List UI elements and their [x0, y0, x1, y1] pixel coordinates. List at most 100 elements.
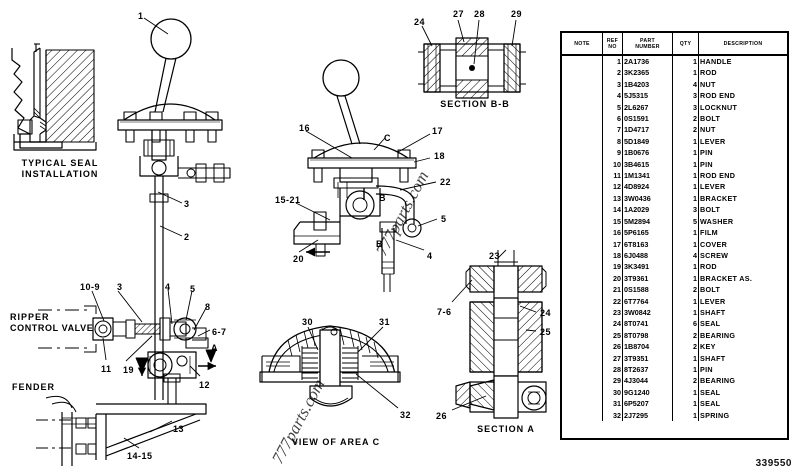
- cell-note: [562, 204, 603, 216]
- cell-description: HANDLE: [700, 57, 732, 66]
- cell-part-number: 6J0488: [622, 249, 673, 262]
- cell-note: [562, 306, 603, 319]
- column-header-part-number: PART NUMBER: [622, 33, 673, 56]
- cell-qty: 3: [672, 101, 699, 114]
- cell-qty: 1: [672, 409, 699, 421]
- callout-number: 7-6: [437, 307, 452, 317]
- fender-label: FENDER: [12, 382, 56, 392]
- leader-lines-section-a: [451, 249, 537, 411]
- cell-qty: 2: [672, 284, 699, 296]
- ripper-label-line1: RIPPER: [10, 312, 50, 322]
- cell-note: [562, 90, 603, 102]
- section-bb-figure: [418, 37, 526, 99]
- cell-ref-no: 29: [602, 375, 623, 387]
- ref-no-line1: REF: [606, 37, 619, 44]
- cell-part-number: 3K3491: [622, 261, 673, 273]
- cell-qty: 1: [672, 261, 699, 273]
- cell-description: SHAFT: [700, 353, 726, 363]
- cell-qty: 1: [672, 227, 699, 239]
- cell-note: [562, 341, 603, 353]
- cell-note: [562, 363, 603, 376]
- cell-part-number: 3W0842: [622, 306, 673, 319]
- cell-note: [562, 409, 603, 421]
- view-area-c-caption: VIEW OF AREA C: [291, 437, 381, 447]
- part-number-line1: PART: [640, 37, 655, 44]
- cell-qty: 1: [672, 55, 699, 68]
- section-a-caption: SECTION A: [477, 424, 535, 434]
- cell-description: LEVER: [700, 136, 726, 146]
- callout-number: 1: [138, 11, 144, 21]
- cell-note: [562, 227, 603, 239]
- cell-ref-no: 3: [602, 78, 623, 91]
- cell-qty: 2: [672, 329, 699, 342]
- part-number-line2: NUMBER: [635, 43, 660, 50]
- cell-part-number: 5P6165: [622, 227, 673, 239]
- column-header-description: DESCRIPTION: [698, 33, 787, 56]
- cell-part-number: 3B4615: [622, 158, 673, 171]
- cell-part-number: 6P5207: [622, 398, 673, 410]
- cell-part-number: 1M1341: [622, 170, 673, 182]
- ref-no-line2: NO: [608, 43, 617, 50]
- cell-note: [562, 238, 603, 250]
- cell-part-number: 1D4717: [622, 124, 673, 136]
- cell-ref-no: 9: [602, 147, 623, 159]
- typical-seal-figure: [11, 43, 97, 151]
- callout-number: 29: [511, 9, 523, 19]
- cell-ref-no: 27: [602, 352, 623, 364]
- cell-note: [562, 181, 603, 193]
- cell-qty: 3: [672, 204, 699, 216]
- cell-qty: 6: [672, 318, 699, 330]
- cell-part-number: 5J5315: [622, 90, 673, 102]
- callout-number: 14-15: [127, 451, 153, 461]
- cell-part-number: 6T7764: [622, 295, 673, 307]
- cell-part-number: 3T9361: [622, 272, 673, 285]
- cell-part-number: 3W0436: [622, 192, 673, 205]
- callout-number: 31: [379, 317, 391, 327]
- cell-ref-no: 15: [602, 215, 623, 228]
- callout-number: 4: [165, 282, 171, 292]
- typical-seal-caption: TYPICAL SEAL INSTALLATION: [8, 158, 112, 180]
- cell-qty: 1: [672, 158, 699, 171]
- cell-note: [562, 284, 603, 296]
- callout-number: 10-9: [80, 282, 101, 292]
- cell-description: BOLT: [700, 285, 721, 295]
- callout-number: 3: [184, 199, 190, 209]
- cell-ref-no: 20: [602, 272, 623, 285]
- cell-part-number: 2A1736: [622, 55, 673, 68]
- cell-description: PIN: [700, 364, 713, 374]
- callout-number: 11: [101, 364, 112, 374]
- cell-description: COVER: [700, 239, 728, 249]
- cell-qty: 2: [672, 113, 699, 125]
- callout-number: 12: [199, 380, 211, 390]
- cell-qty: 5: [672, 215, 699, 228]
- callout-number: 23: [489, 251, 501, 261]
- callout-number: 28: [474, 9, 486, 19]
- cell-ref-no: 1: [602, 55, 623, 68]
- cell-description: BEARING: [700, 330, 736, 340]
- callout-number: 24: [540, 308, 552, 318]
- callout-number: 27: [453, 9, 465, 19]
- cell-part-number: 9G1240: [622, 386, 673, 399]
- callout-number: B: [379, 193, 386, 203]
- section-bb-caption: SECTION B-B: [440, 99, 510, 109]
- cell-note: [562, 318, 603, 330]
- column-header-qty: QTY: [672, 33, 699, 56]
- cell-note: [562, 170, 603, 182]
- cell-ref-no: 31: [602, 398, 623, 410]
- ripper-control-valve-label: RIPPER CONTROL VALVE: [10, 312, 94, 334]
- cell-part-number: 8T2637: [622, 363, 673, 376]
- cell-ref-no: 18: [602, 249, 623, 262]
- section-a-figure: [455, 250, 547, 419]
